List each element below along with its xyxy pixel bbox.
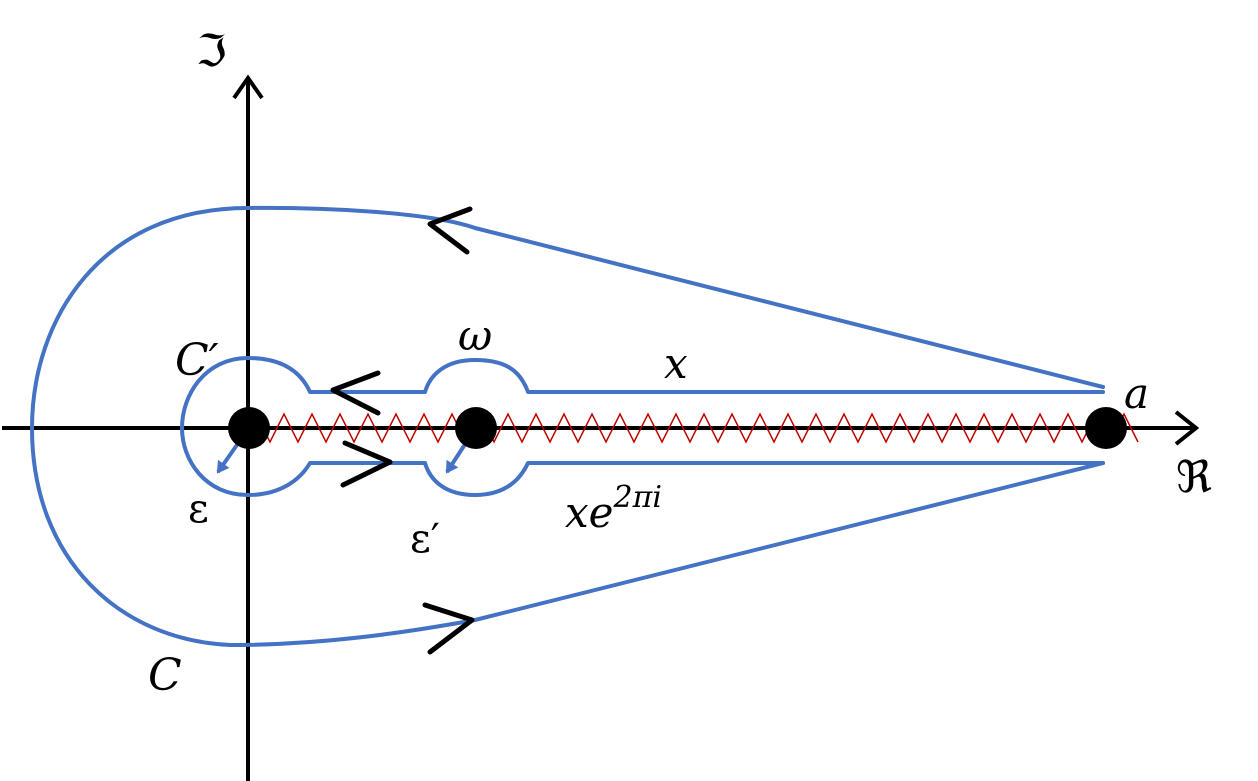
outer-contour-c bbox=[30, 205, 1105, 647]
label-c-prime: C′ bbox=[175, 335, 219, 386]
imag-axis-label: ℑ bbox=[196, 26, 227, 77]
real-axis-arrow bbox=[1174, 410, 1200, 446]
branch-point-origin bbox=[228, 407, 270, 449]
inner-bottom-arrow bbox=[340, 440, 393, 488]
label-omega: ω bbox=[458, 311, 492, 360]
label-epsilon-prime: ε′ bbox=[410, 516, 440, 562]
label-x-e-exponent: 2πi bbox=[613, 480, 662, 515]
label-x: x bbox=[664, 339, 688, 388]
branch-point-a bbox=[1085, 407, 1127, 449]
branch-point-omega bbox=[455, 407, 497, 449]
inner-top-arrow bbox=[330, 370, 381, 416]
branch-cut bbox=[255, 412, 1139, 444]
outer-bottom-arrow bbox=[422, 602, 475, 655]
real-axis-label: ℜ bbox=[1176, 452, 1212, 503]
label-epsilon: ε bbox=[188, 486, 209, 532]
label-a: a bbox=[1124, 369, 1149, 418]
imaginary-axis-arrow bbox=[232, 74, 264, 100]
inner-contour-c-prime bbox=[180, 356, 1105, 497]
label-c: C bbox=[148, 650, 182, 701]
label-x-e-base: xe bbox=[565, 488, 614, 537]
label-x-e-2pi-i: xe2πi bbox=[565, 480, 662, 537]
outer-top-arrow bbox=[427, 206, 473, 255]
